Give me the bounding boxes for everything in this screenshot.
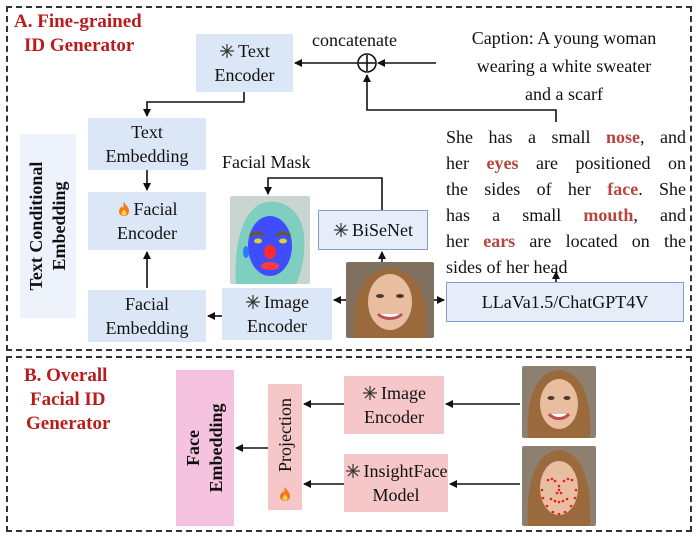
description-line: has a small mouth, and [446, 202, 686, 228]
description-fragment: She has a small [446, 127, 606, 147]
description-fragment: are positioned on [518, 153, 686, 173]
facial-embedding-box: Facial Embedding [88, 290, 206, 342]
face-landmarks-image [522, 446, 596, 526]
description-fragment: the sides of her [446, 179, 608, 199]
panel-b-title-line3: Generator [26, 413, 111, 434]
snowflake-icon [220, 44, 235, 58]
highlighted-word: ears [483, 231, 516, 251]
flame-icon [118, 202, 129, 216]
facial-encoder-label-2: Encoder [117, 223, 177, 243]
highlighted-word: mouth [583, 205, 634, 225]
facial-mask-label: Facial Mask [222, 152, 311, 172]
image-encoder-b-label-1: Image [381, 383, 426, 403]
caption-text: Caption: A young woman wearing a white s… [438, 24, 690, 108]
bisenet-box: BiSeNet [318, 210, 428, 250]
flame-icon [280, 487, 290, 501]
facial-mask-image [230, 196, 310, 284]
snowflake-icon [246, 295, 260, 309]
description-line: She has a small nose, and [446, 124, 686, 150]
text-embedding-label-1: Text [131, 122, 163, 142]
snowflake-icon [334, 223, 348, 237]
facial-embedding-label-1: Facial [125, 294, 169, 314]
llava-label: LLaVa1.5/ChatGPT4V [481, 292, 649, 312]
image-encoder-box-a: Image Encoder [222, 288, 332, 340]
face-photo-b1 [522, 366, 596, 438]
snowflake-icon [363, 386, 377, 400]
description-fragment: . She [638, 179, 687, 199]
description-fragment: her [446, 231, 484, 251]
panel-b-title-line2: Facial ID [30, 389, 106, 410]
image-encoder-b-label-2: Encoder [364, 407, 424, 427]
text-encoder-box: Text Encoder [196, 34, 293, 92]
snowflake-icon [345, 464, 360, 478]
llava-chatgpt-box: LLaVa1.5/ChatGPT4V [446, 282, 684, 322]
highlighted-word: eyes [486, 153, 519, 173]
panel-a-title-line2: ID Generator [24, 35, 135, 56]
face-photo-a [346, 262, 434, 338]
image-encoder-a-label-1: Image [264, 292, 309, 312]
insightface-label-1: InsightFace [363, 461, 448, 481]
concatenate-label: concatenate [312, 30, 397, 50]
caption-line-3: and a scarf [525, 84, 603, 104]
description-fragment: sides of her head [446, 257, 568, 277]
description-fragment: , and [633, 205, 686, 225]
panel-a-title-line1: A. Fine-grained [14, 11, 142, 32]
insightface-model-box: InsightFace Model [344, 454, 448, 512]
description-line: her eyes are positioned on [446, 150, 686, 176]
text-encoder-label-2: Encoder [214, 65, 275, 85]
facial-embedding-label-2: Embedding [105, 318, 189, 338]
panel-b-title-line1: B. Overall [24, 365, 108, 386]
highlighted-word: nose [605, 127, 640, 147]
panel-fine-grained-id-generator [6, 6, 692, 351]
text-conditional-embedding-box [20, 134, 76, 318]
insightface-label-2: Model [372, 485, 420, 505]
bisenet-label: BiSeNet [352, 220, 413, 240]
panel-overall-facial-id-generator [6, 356, 692, 532]
facial-encoder-label-1: Facial [133, 199, 178, 219]
description-fragment: are located on the [515, 231, 686, 251]
highlighted-word: face [607, 179, 639, 199]
text-embedding-box: Text Embedding [88, 118, 206, 170]
description-line: her ears are located on the [446, 228, 686, 254]
caption-line-1: Caption: A young woman [471, 28, 657, 48]
image-encoder-box-b: Image Encoder [344, 376, 444, 434]
description-fragment: has a small [446, 205, 584, 225]
text-embedding-label-2: Embedding [105, 146, 189, 166]
image-encoder-a-label-2: Encoder [247, 316, 307, 336]
description-fragment: , and [640, 127, 686, 147]
facial-encoder-box: Facial Encoder [88, 192, 206, 250]
text-encoder-label-1: Text [238, 41, 270, 61]
concatenate-plus-icon [357, 53, 377, 73]
panel-a-title: A. Fine-grained ID Generator [14, 10, 142, 58]
description-fragment: her [446, 153, 487, 173]
description-line: sides of her head [446, 254, 686, 280]
description-line: the sides of her face. She [446, 176, 686, 202]
face-embedding-box [176, 370, 234, 526]
caption-line-2: wearing a white sweater [476, 56, 652, 76]
panel-b-title: B. Overall Facial ID Generator [24, 364, 110, 436]
